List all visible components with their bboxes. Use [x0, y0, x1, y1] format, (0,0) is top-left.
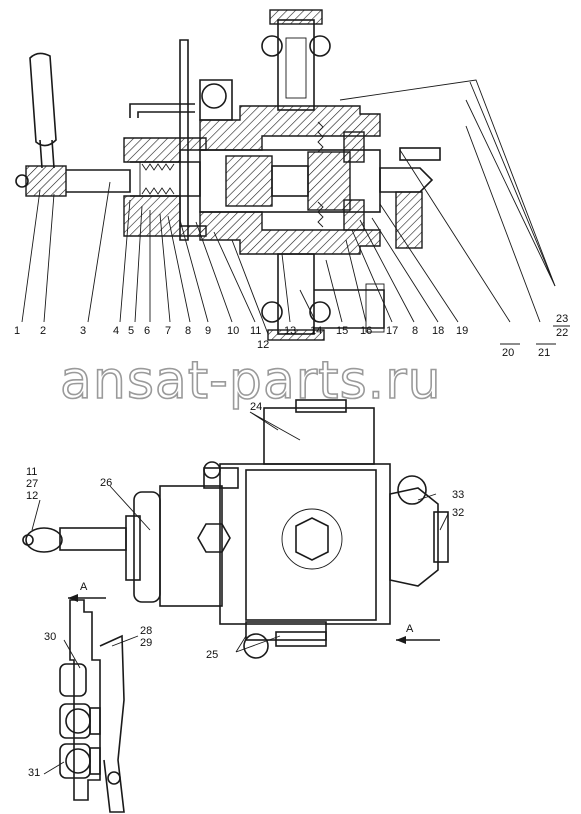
callout-section-19: 19	[456, 325, 468, 337]
callout-view-2: 12	[26, 490, 38, 502]
view-label-right: A	[406, 623, 414, 635]
callout-section-13: 14	[310, 325, 322, 337]
callout-section-22: 23	[556, 313, 568, 325]
callout-section-2: 3	[80, 325, 86, 337]
callout-section-17: 8	[412, 325, 418, 337]
callout-section-5: 6	[144, 325, 150, 337]
callout-view-1: 27	[26, 478, 38, 490]
callout-section-4: 5	[128, 325, 134, 337]
center-hex-plug	[295, 517, 329, 561]
callout-section-18: 18	[432, 325, 444, 337]
callout-section-15: 16	[360, 325, 372, 337]
callout-view-10: 29	[140, 637, 152, 649]
callout-section-16: 17	[386, 325, 398, 337]
rotor	[225, 155, 273, 207]
view-a-detail: A 30 28 29 31	[28, 581, 152, 813]
handle-grip	[29, 52, 57, 147]
top-port	[277, 19, 315, 111]
callout-section-21: 21	[538, 347, 550, 359]
handle-hub	[25, 165, 67, 197]
callout-section-7: 8	[185, 325, 191, 337]
leader-lines	[21, 81, 556, 335]
callout-view-5: 33	[452, 489, 464, 501]
callout-section-20: 20	[502, 347, 514, 359]
callout-section-14: 15	[336, 325, 348, 337]
callout-view-11: 31	[28, 767, 40, 779]
callout-section-23: 22	[556, 327, 568, 339]
drive-shaft	[66, 169, 131, 193]
callout-view-6: 32	[452, 507, 464, 519]
callout-section-1: 2	[40, 325, 46, 337]
external-view: A 11 27 12 24 26 33 32 25	[22, 399, 464, 661]
left-flange	[133, 491, 161, 603]
callout-section-8: 9	[205, 325, 211, 337]
sectional-view: 1 2 3 4 5 6 7 8 9 10 11 12 13 14 15 16 1…	[14, 9, 570, 359]
callout-view-3: 24	[250, 401, 262, 413]
callout-section-12: 13	[284, 325, 296, 337]
callout-section-11: 12	[257, 339, 269, 351]
callout-section-0: 1	[14, 325, 20, 337]
callout-section-3: 4	[113, 325, 119, 337]
watermark-text: ansat-parts.ru	[60, 351, 442, 411]
callout-section-10: 11	[250, 325, 261, 337]
shaft-knob	[25, 527, 63, 553]
callout-section-6: 7	[165, 325, 171, 337]
callout-view-9: 28	[140, 625, 152, 637]
callout-view-4: 26	[100, 477, 112, 489]
callout-view-8: 30	[44, 631, 56, 643]
view-label-a: A	[80, 581, 88, 593]
callout-view-7: 25	[206, 649, 218, 661]
callout-section-9: 10	[227, 325, 239, 337]
callout-view-0: 11	[26, 466, 37, 478]
